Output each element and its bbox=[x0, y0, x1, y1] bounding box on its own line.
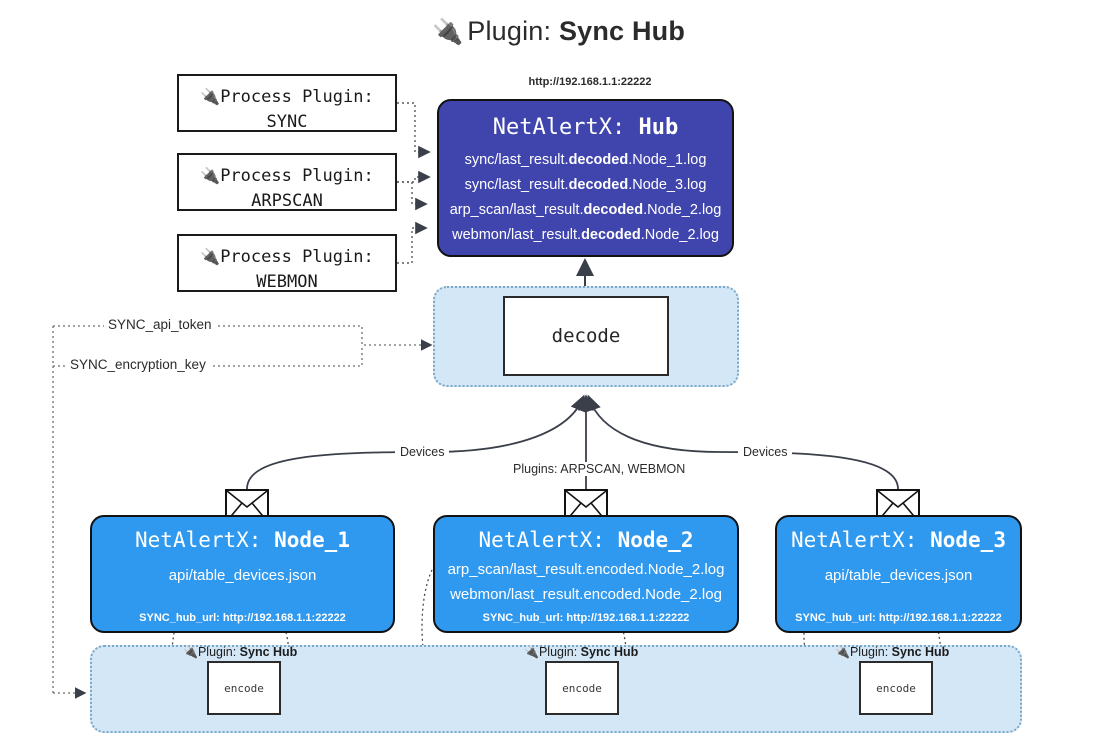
hub-log-post: .Node_1.log bbox=[628, 152, 707, 168]
node-line-item: api/table_devices.json bbox=[824, 567, 973, 584]
env-var-sync-api-token-label: SYNC_api_token bbox=[104, 317, 216, 332]
hub-log-pre: sync/last_result. bbox=[464, 152, 569, 168]
node-card-node-2[interactable]: NetAlertX: Node_2 arp_scan/last_result.e… bbox=[433, 515, 739, 633]
encode-box-node-1[interactable]: encode bbox=[207, 661, 281, 715]
hub-log-mid: decoded bbox=[583, 202, 644, 218]
hub-log-mid: decoded bbox=[568, 177, 629, 193]
plug-icon: 🔌 bbox=[431, 18, 464, 46]
node-title-prefix: NetAlertX: bbox=[478, 528, 605, 552]
hub-log-post: .Node_2.log bbox=[643, 202, 722, 218]
process-plugin-arpscan-line2: ARPSCAN bbox=[251, 191, 323, 211]
node-title: NetAlertX: Node_1 bbox=[92, 528, 393, 552]
node-line-item: api/table_devices.json bbox=[168, 567, 317, 584]
plug-icon: 🔌 bbox=[200, 87, 221, 106]
hub-url-label: http://192.168.1.1:22222 bbox=[528, 76, 652, 88]
hub-log-item: arp_scan/last_result.decoded.Node_2.log bbox=[439, 198, 732, 223]
page-title-name: Sync Hub bbox=[558, 16, 686, 46]
plugin-tag-prefix: Plugin: bbox=[538, 645, 578, 659]
hub-log-pre: sync/last_result. bbox=[464, 177, 569, 193]
process-plugin-sync-line2: SYNC bbox=[266, 112, 308, 132]
encode-box-node-2[interactable]: encode bbox=[545, 661, 619, 715]
plug-icon: 🔌 bbox=[200, 166, 221, 185]
env-var-sync-encryption-key-label: SYNC_encryption_key bbox=[66, 357, 210, 372]
hub-title-name: Hub bbox=[638, 115, 679, 140]
plugin-tag-node-2: 🔌Plugin: Sync Hub bbox=[524, 645, 638, 659]
node-line-item: webmon/last_result.encoded.Node_2.log bbox=[450, 586, 722, 603]
plug-icon: 🔌 bbox=[524, 645, 539, 659]
hub-log-mid: decoded bbox=[581, 227, 641, 243]
node-line-list: api/table_devices.json bbox=[777, 563, 1020, 588]
hub-log-item: webmon/last_result.decoded.Node_2.log bbox=[439, 223, 732, 248]
process-plugin-webmon-line2: WEBMON bbox=[256, 272, 318, 292]
node-title: NetAlertX: Node_2 bbox=[435, 528, 737, 552]
hub-log-pre: arp_scan/last_result. bbox=[449, 202, 584, 218]
hub-log-item: sync/last_result.decoded.Node_3.log bbox=[439, 173, 732, 198]
plugin-tag-node-3: 🔌Plugin: Sync Hub bbox=[835, 645, 949, 659]
plugin-tag-name: Sync Hub bbox=[580, 645, 639, 659]
node-title-prefix: NetAlertX: bbox=[135, 528, 262, 552]
process-plugin-arpscan-box[interactable]: 🔌Process Plugin: ARPSCAN bbox=[177, 153, 397, 211]
node-card-node-3[interactable]: NetAlertX: Node_3 api/table_devices.json… bbox=[775, 515, 1022, 633]
plugin-tag-name: Sync Hub bbox=[239, 645, 298, 659]
edge-label-devices-left: Devices bbox=[395, 445, 450, 459]
node-title-prefix: NetAlertX: bbox=[791, 528, 918, 552]
edge-label-devices-right: Devices bbox=[738, 445, 793, 459]
hub-log-item: sync/last_result.decoded.Node_1.log bbox=[439, 148, 732, 173]
node-title-name: Node_2 bbox=[617, 528, 694, 552]
process-plugin-sync-line1: Process Plugin: bbox=[220, 87, 374, 107]
process-plugin-webmon-box[interactable]: 🔌Process Plugin: WEBMON bbox=[177, 234, 397, 292]
hub-log-pre: webmon/last_result. bbox=[452, 227, 582, 243]
plugin-tag-name: Sync Hub bbox=[891, 645, 950, 659]
node-line-list: arp_scan/last_result.encoded.Node_2.log … bbox=[435, 557, 737, 607]
encode-box-node-3[interactable]: encode bbox=[859, 661, 933, 715]
hub-title-prefix: NetAlertX: bbox=[492, 115, 626, 140]
decode-box[interactable]: decode bbox=[503, 296, 669, 376]
plugin-tag-prefix: Plugin: bbox=[849, 645, 889, 659]
process-plugin-webmon-line1: Process Plugin: bbox=[220, 247, 374, 267]
edge-label-plugins-center: Plugins: ARPSCAN, WEBMON bbox=[508, 462, 691, 476]
node-card-node-1[interactable]: NetAlertX: Node_1 api/table_devices.json… bbox=[90, 515, 395, 633]
plug-icon: 🔌 bbox=[183, 645, 198, 659]
node-hub-url-label: SYNC_hub_url: http://192.168.1.1:22222 bbox=[795, 612, 1002, 624]
hub-log-mid: decoded bbox=[568, 152, 629, 168]
node-title-name: Node_3 bbox=[930, 528, 1006, 552]
hub-log-post: .Node_3.log bbox=[628, 177, 707, 193]
hub-log-list: sync/last_result.decoded.Node_1.log sync… bbox=[439, 148, 732, 248]
node-line-item: arp_scan/last_result.encoded.Node_2.log bbox=[447, 561, 725, 578]
hub-title: NetAlertX: Hub bbox=[439, 115, 732, 140]
plug-icon: 🔌 bbox=[835, 645, 850, 659]
plug-icon: 🔌 bbox=[200, 247, 221, 266]
node-line-list: api/table_devices.json bbox=[92, 563, 393, 588]
page-title-prefix: Plugin: bbox=[467, 16, 552, 46]
plugin-tag-node-1: 🔌Plugin: Sync Hub bbox=[183, 645, 297, 659]
hub-log-post: .Node_2.log bbox=[640, 227, 719, 243]
node-title: NetAlertX: Node_3 bbox=[777, 528, 1020, 552]
node-hub-url-label: SYNC_hub_url: http://192.168.1.1:22222 bbox=[139, 612, 346, 624]
plugin-tag-prefix: Plugin: bbox=[197, 645, 237, 659]
node-title-name: Node_1 bbox=[274, 528, 350, 552]
page-title: 🔌Plugin: Sync Hub bbox=[0, 16, 1117, 47]
process-plugin-sync-box[interactable]: 🔌Process Plugin: SYNC bbox=[177, 74, 397, 132]
node-hub-url-label: SYNC_hub_url: http://192.168.1.1:22222 bbox=[482, 612, 690, 624]
hub-card[interactable]: NetAlertX: Hub sync/last_result.decoded.… bbox=[437, 99, 734, 257]
process-plugin-arpscan-line1: Process Plugin: bbox=[220, 166, 374, 186]
